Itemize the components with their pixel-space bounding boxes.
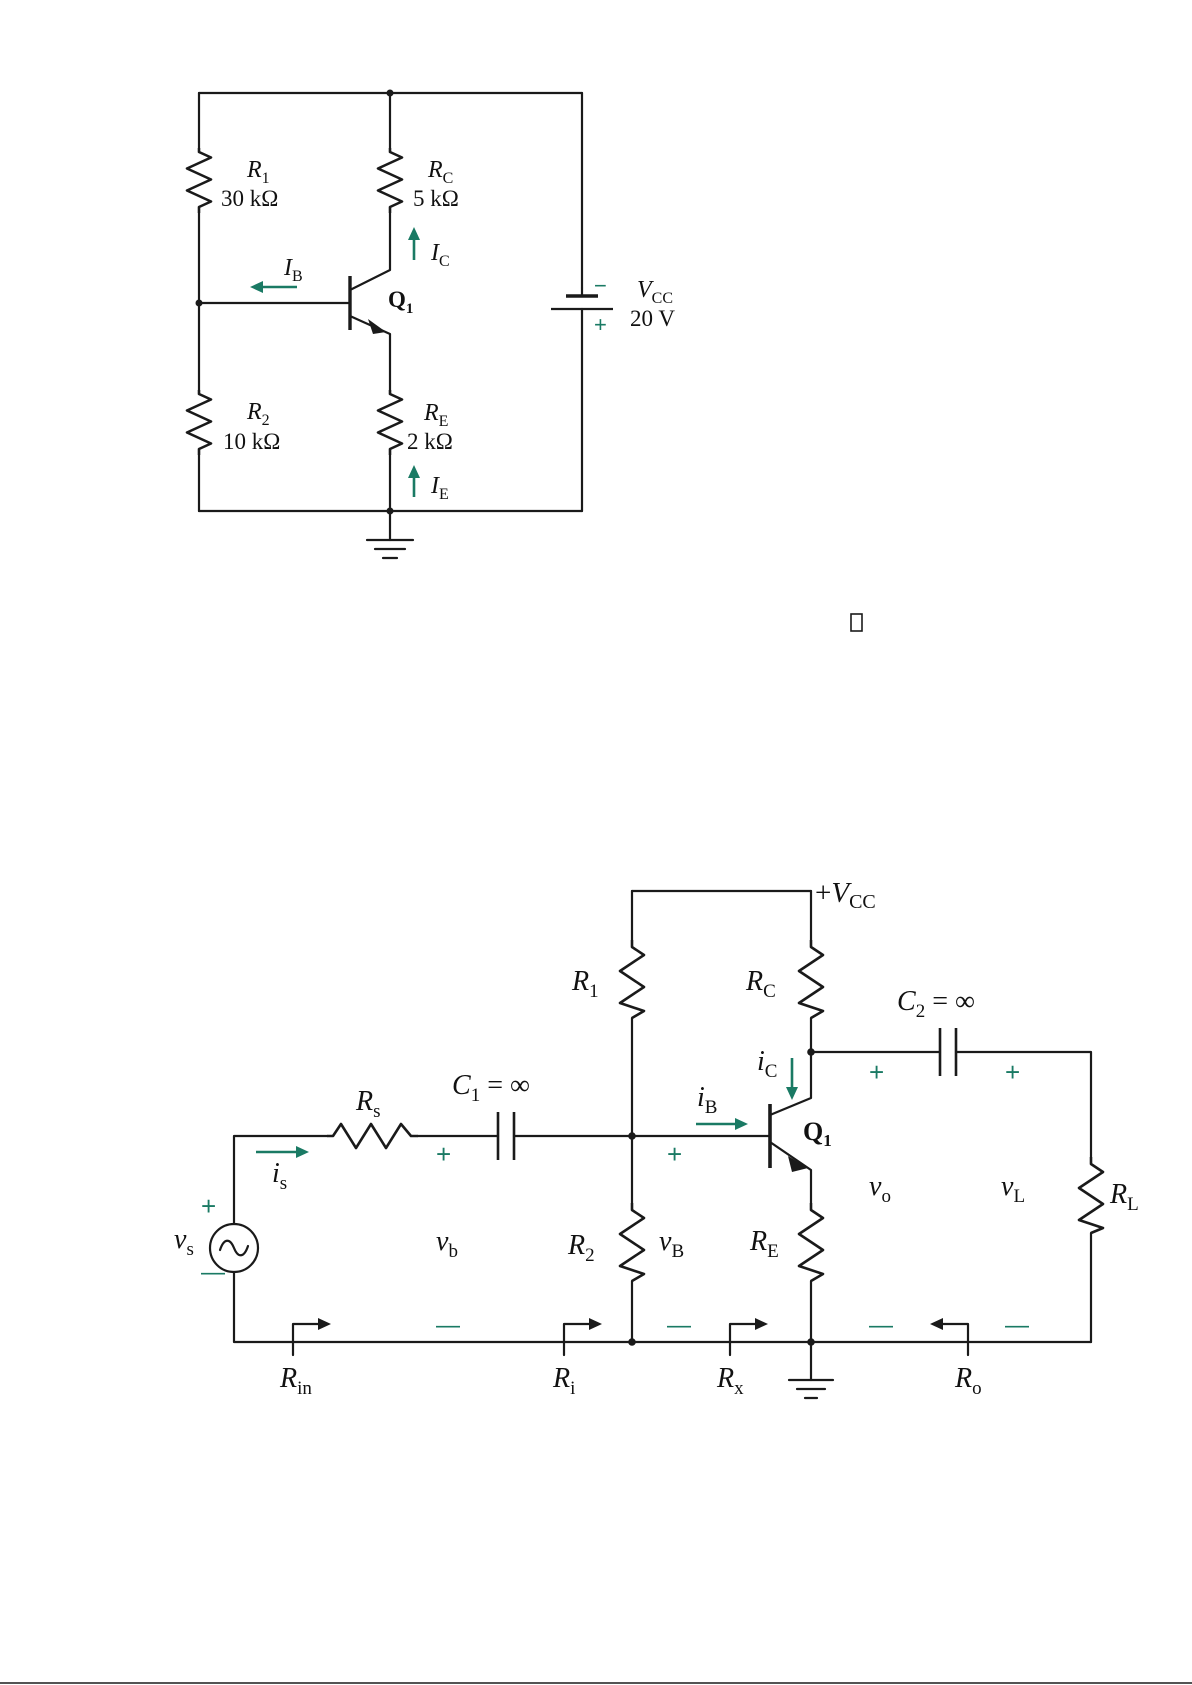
c1-vcc-value: 20 V	[630, 306, 675, 331]
c2-c1-label: C1 = ∞	[452, 1070, 530, 1106]
c1-ic-label: IC	[430, 240, 450, 270]
c1-emitter-wire	[350, 316, 390, 540]
placeholder-box	[851, 614, 862, 631]
c1-rc-label: RC	[427, 157, 453, 187]
c2-vB-minus: —	[667, 1312, 691, 1339]
c2-vo-minus: —	[869, 1312, 893, 1339]
c2-capacitor-c1	[498, 1112, 514, 1160]
c2-vs-label: vs	[174, 1224, 194, 1260]
c2-ground-icon	[789, 1380, 833, 1398]
c1-junction-base	[196, 300, 203, 307]
c1-ie-label: IE	[430, 473, 449, 503]
c2-output-wire	[811, 1052, 1091, 1342]
c2-junction-base	[628, 1132, 636, 1140]
circuit-1-bias: R1 30 kΩ RC 5 kΩ R2 10 kΩ RE 2 kΩ IB IC …	[187, 90, 675, 559]
c2-ri-arrowhead	[589, 1318, 602, 1330]
c1-emitter-arrowhead	[368, 319, 386, 334]
c2-vb-plus: +	[436, 1139, 451, 1169]
c2-rin-label: Rin	[279, 1363, 312, 1399]
c2-vB-plus: +	[667, 1139, 682, 1169]
c1-ib-arrowhead	[250, 281, 263, 293]
c2-rx-arrowhead	[755, 1318, 768, 1330]
c2-ri-label: Ri	[552, 1363, 575, 1399]
c1-collector-wire	[350, 93, 390, 290]
c2-vL-minus: —	[1005, 1312, 1029, 1339]
c2-capacitor-c2	[940, 1028, 956, 1076]
c2-r1-label: R1	[571, 966, 599, 1002]
c2-re-label: RE	[749, 1226, 779, 1262]
c1-ic-arrowhead	[408, 227, 420, 240]
c2-vs-minus: —	[201, 1259, 225, 1286]
c2-resistor-rs	[327, 1124, 418, 1148]
c2-resistor-re	[799, 1203, 823, 1281]
c2-ro-label: Ro	[954, 1363, 982, 1399]
c1-r2-value: 10 kΩ	[223, 429, 280, 454]
c2-junction-ground-left	[628, 1338, 636, 1346]
c1-r1-label: R1	[246, 157, 270, 187]
c2-rs-label: Rs	[355, 1086, 381, 1122]
c1-resistor-rc	[378, 148, 402, 213]
c2-ib-label: iB	[697, 1082, 717, 1118]
c2-vb-minus: —	[436, 1312, 460, 1339]
c2-ground-rail	[234, 1272, 1091, 1342]
c2-vB-label: vB	[659, 1226, 684, 1262]
c2-resistor-rc	[799, 940, 823, 1018]
c2-ri-indicator	[564, 1324, 589, 1355]
c2-sine-wave	[220, 1241, 248, 1256]
c2-junction-collector	[807, 1048, 815, 1056]
c1-r1-value: 30 kΩ	[221, 186, 278, 211]
c2-is-arrowhead	[296, 1146, 309, 1158]
c1-battery-plus: +	[594, 312, 607, 337]
c1-ie-arrowhead	[408, 465, 420, 478]
c2-vo-label: vo	[869, 1171, 891, 1207]
c2-ic-arrowhead	[786, 1087, 798, 1100]
c2-ro-arrowhead	[930, 1318, 943, 1330]
c1-q1-label: Q1	[388, 287, 413, 317]
c2-resistor-r1	[620, 940, 644, 1018]
c1-resistor-r2	[187, 390, 211, 455]
c2-rc-label: RC	[745, 966, 776, 1002]
c1-battery-minus: −	[594, 273, 607, 298]
c1-re-label: RE	[423, 400, 448, 430]
c2-rl-label: RL	[1109, 1179, 1139, 1215]
c2-vs-plus: +	[201, 1191, 216, 1221]
c2-junction-ground-right	[807, 1338, 815, 1346]
c1-ib-label: IB	[283, 255, 303, 285]
c2-c2-label: C2 = ∞	[897, 986, 975, 1022]
c2-vL-plus: +	[1005, 1057, 1020, 1087]
c2-rx-indicator	[730, 1324, 755, 1355]
c2-is-label: is	[272, 1158, 287, 1194]
c1-junction-bottom	[387, 508, 394, 515]
circuit-2-amplifier: +VCC R1 RC R2 RE Rs RL C1 = ∞ C2 = ∞ Q1 …	[174, 877, 1139, 1399]
c2-rin-arrowhead	[318, 1318, 331, 1330]
c2-ic-label: iC	[757, 1046, 777, 1082]
c2-vcc-label: +VCC	[815, 877, 876, 913]
c2-emitter-arrowhead	[788, 1156, 808, 1172]
c2-source-loop	[234, 1136, 632, 1224]
c1-rc-value: 5 kΩ	[413, 186, 459, 211]
c1-ground-icon	[367, 540, 413, 558]
c2-resistor-r2	[620, 1203, 644, 1281]
c2-resistor-rl	[1079, 1157, 1103, 1233]
c2-q1-label: Q1	[803, 1117, 832, 1150]
c1-vcc-label: VCC	[637, 277, 673, 307]
c1-junction-top	[387, 90, 394, 97]
c1-r2-label: R2	[246, 399, 270, 429]
c2-ib-arrowhead	[735, 1118, 748, 1130]
c2-vo-plus: +	[869, 1057, 884, 1087]
c2-vb-label: vb	[436, 1226, 458, 1262]
c1-resistor-r1	[187, 148, 211, 213]
c2-rx-label: Rx	[716, 1363, 744, 1399]
c2-vL-label: vL	[1001, 1171, 1025, 1207]
c1-re-value: 2 kΩ	[407, 429, 453, 454]
c2-ro-indicator	[943, 1324, 968, 1355]
c2-r2-label: R2	[567, 1230, 595, 1266]
c2-rin-indicator	[293, 1324, 318, 1355]
c1-resistor-re	[378, 390, 402, 455]
